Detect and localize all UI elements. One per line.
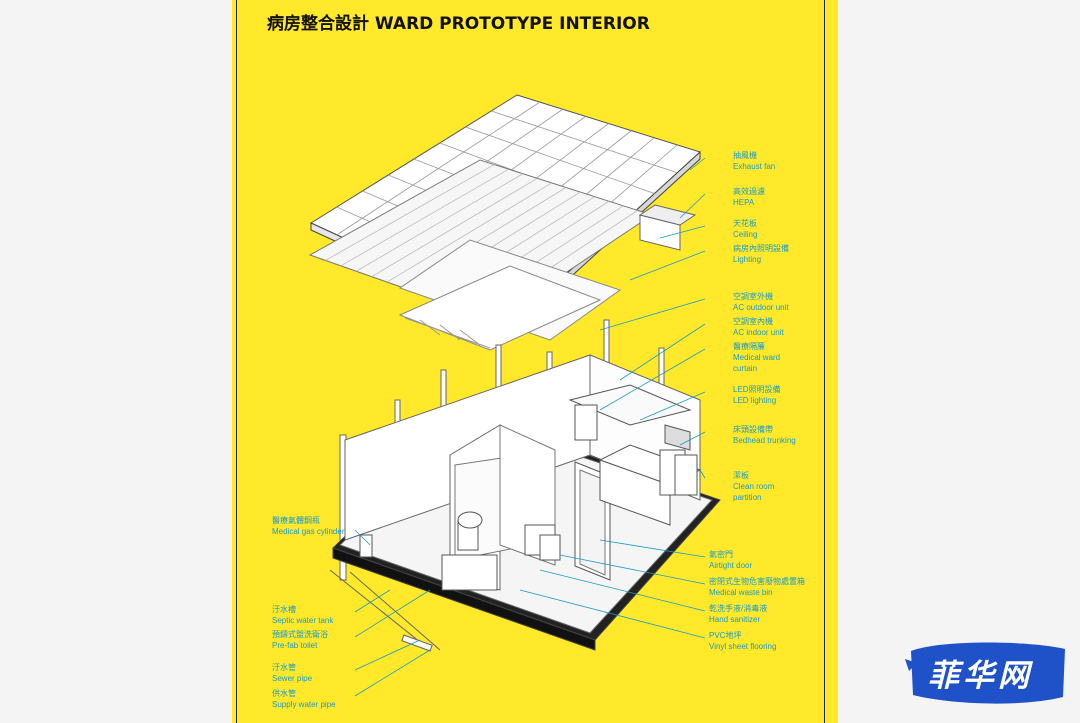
label-english: Bedhead trunking xyxy=(733,436,796,445)
leader-line xyxy=(354,529,371,546)
leader-line xyxy=(559,554,706,585)
label-english: Lighting xyxy=(733,255,762,264)
leader-line xyxy=(639,391,706,421)
annotation-label: 供水管 Supply water pipe xyxy=(272,688,336,710)
label-chinese: 醫療隔簾 xyxy=(733,342,765,351)
annotation-label: LED照明設備 LED lighting xyxy=(733,384,781,406)
annotation-label: 汙水槽 Septic water tank xyxy=(272,604,333,626)
label-english: AC indoor unit xyxy=(733,328,784,337)
label-chinese: 汙水管 xyxy=(272,663,296,672)
label-english-line2: curtain xyxy=(733,364,758,373)
leader-line xyxy=(599,348,706,411)
label-english: Airtight door xyxy=(709,561,753,570)
leader-line xyxy=(699,469,706,479)
label-english: Pre-fab toilet xyxy=(272,641,318,650)
label-chinese: 氣密門 xyxy=(709,550,733,559)
poster-right-border xyxy=(824,0,825,723)
label-english: Sewer pipe xyxy=(272,674,313,683)
label-chinese: 供水管 xyxy=(272,689,296,698)
label-english: Medical gas cylinder xyxy=(272,527,345,536)
annotation-label: 乾洗手液/消毒液 Hand sanitizer xyxy=(709,603,767,625)
annotation-label: 氣密門 Airtight door xyxy=(709,549,752,571)
label-chinese: 密閉式生物危害廢物處置箱 xyxy=(709,577,805,586)
annotation-label: 醫療隔簾 Medical ward curtain xyxy=(733,341,780,374)
label-chinese: 抽風機 xyxy=(733,151,757,160)
leader-line xyxy=(354,649,431,697)
annotation-label: 密閉式生物危害廢物處置箱 Medical waste bin xyxy=(709,576,805,598)
label-english: Vinyl sheet flooring xyxy=(709,642,777,651)
label-chinese: 汙水槽 xyxy=(272,605,296,614)
label-english: Medical ward xyxy=(733,353,781,362)
label-english: AC outdoor unit xyxy=(733,303,789,312)
watermark-badge xyxy=(905,642,1065,704)
label-chinese: 醫療氣體鋼瓶 xyxy=(272,516,320,525)
label-chinese: 高效過濾 xyxy=(733,187,765,196)
leader-line xyxy=(599,298,706,331)
pipes xyxy=(329,569,441,652)
label-english: Hand sanitizer xyxy=(709,615,761,624)
label-english: Septic water tank xyxy=(272,616,334,625)
label-english: LED lighting xyxy=(733,396,777,405)
label-chinese: 病房內照明設備 xyxy=(733,244,789,253)
label-english-line2: partition xyxy=(733,493,762,502)
label-english: Ceiling xyxy=(733,230,758,239)
annotation-label: 床頭設備帶 Bedhead trunking xyxy=(733,424,796,446)
annotation-label: 抽風機 Exhaust fan xyxy=(733,150,775,172)
annotation-label: 空調室內機 AC indoor unit xyxy=(733,316,784,338)
label-chinese: 天花板 xyxy=(733,219,757,228)
label-chinese: LED照明設備 xyxy=(733,385,781,394)
label-chinese: 乾洗手液/消毒液 xyxy=(709,604,768,613)
annotation-label: 高效過濾 HEPA xyxy=(733,186,765,208)
label-chinese: 床頭設備帶 xyxy=(733,425,773,434)
annotation-label: PVC地坪 Vinyl sheet flooring xyxy=(709,630,776,652)
leader-line xyxy=(689,157,706,171)
annotation-label: 天花板 Ceiling xyxy=(733,218,757,240)
leader-line xyxy=(539,569,706,612)
annotation-label: 預鑄式盥洗衛浴 Pre-fab toilet xyxy=(272,629,328,651)
annotation-label: 潔板 Clean room partition xyxy=(733,470,774,503)
label-english: Supply water pipe xyxy=(272,700,336,709)
leader-line xyxy=(599,539,706,558)
annotation-label: 醫療氣體鋼瓶 Medical gas cylinder xyxy=(272,515,344,537)
leader-line xyxy=(629,250,706,281)
label-chinese: 預鑄式盥洗衛浴 xyxy=(272,630,328,639)
label-english: Clean room xyxy=(733,482,775,491)
leader-line xyxy=(679,193,706,219)
annotation-label: 汙水管 Sewer pipe xyxy=(272,662,312,684)
annotation-label: 病房內照明設備 Lighting xyxy=(733,243,789,265)
poster-left-border xyxy=(236,0,237,723)
label-english: Medical waste bin xyxy=(709,588,773,597)
interior-fixtures xyxy=(359,384,702,591)
label-chinese: PVC地坪 xyxy=(709,631,742,640)
leader-line xyxy=(659,225,706,239)
leader-line xyxy=(519,589,706,639)
watermark-text: 菲华网 xyxy=(928,658,1033,694)
leader-line xyxy=(354,589,391,613)
leader-line xyxy=(619,323,706,381)
leader-line xyxy=(354,589,431,638)
leader-line xyxy=(679,431,706,446)
leader-line xyxy=(354,639,421,671)
page-title: 病房整合設計 WARD PROTOTYPE INTERIOR xyxy=(267,14,650,34)
label-chinese: 潔板 xyxy=(733,471,749,480)
label-english: HEPA xyxy=(733,198,755,207)
label-chinese: 空調室外機 xyxy=(733,292,773,301)
label-chinese: 空調室內機 xyxy=(733,317,773,326)
label-english: Exhaust fan xyxy=(733,162,776,171)
label-leader-lines xyxy=(354,157,706,697)
annotation-label: 空調室外機 AC outdoor unit xyxy=(733,291,789,313)
